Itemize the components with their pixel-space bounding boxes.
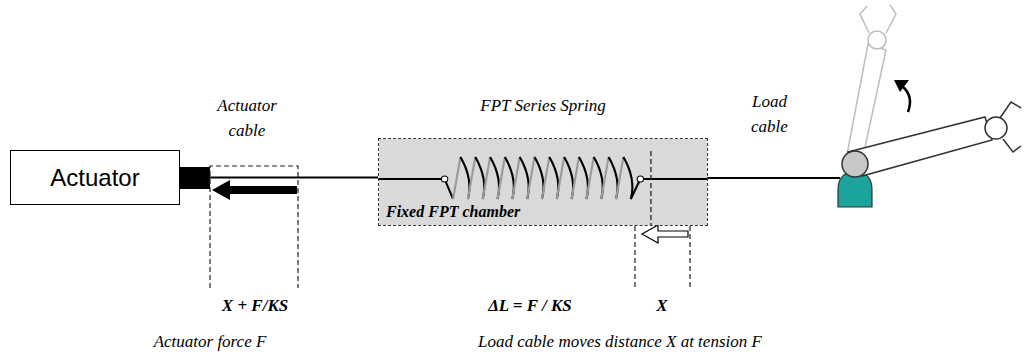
cable-label: Actuator cable	[208, 94, 286, 143]
spring-coil	[586, 157, 593, 199]
gripper-claw	[860, 5, 896, 33]
spring-coil	[601, 157, 608, 199]
spring-coil	[453, 157, 460, 199]
chamber-label: Fixed FPT chamber	[386, 202, 520, 222]
actuator-cable	[180, 177, 378, 179]
spring-coil	[616, 157, 623, 199]
robot-arm-ghost	[846, 5, 896, 160]
caption-note: Actuator force F	[110, 330, 310, 355]
spring-coil	[542, 157, 549, 199]
motion-arrow	[212, 180, 297, 200]
dimension-bracket	[210, 166, 298, 288]
chamber-fill	[379, 139, 707, 225]
actuator-box: Actuator	[10, 150, 180, 205]
spring-coil	[572, 157, 579, 199]
actuator-cable	[379, 178, 445, 180]
spring-end	[441, 176, 447, 182]
spring-coil	[498, 157, 505, 199]
dimension-bracket	[635, 226, 690, 288]
rotation-arrow-head	[894, 80, 909, 92]
dimension-label: X	[642, 294, 682, 319]
spring-title: FPT Series Spring	[379, 95, 707, 117]
spring-coil	[468, 157, 475, 199]
spring-coil	[527, 157, 534, 199]
spring-coil	[483, 157, 490, 199]
caption-note: Load cable moves distance X at tension F	[410, 330, 830, 355]
dimension-bracket	[650, 151, 651, 225]
gripper-joint	[985, 117, 1007, 139]
rotation-arrow	[902, 86, 910, 112]
load-cable	[690, 177, 840, 179]
dimension-label: X + F/KS	[196, 294, 314, 319]
arm-joint	[842, 151, 868, 177]
robot-arm	[842, 102, 1021, 177]
gripper-joint	[868, 31, 886, 49]
motion-arrow	[642, 225, 688, 243]
arm-link	[848, 117, 992, 176]
spring-end	[637, 176, 643, 182]
spring-coil	[623, 157, 632, 199]
spring-chamber: FPT Series SpringFixed FPT chamber	[378, 138, 708, 226]
arm-link	[846, 44, 886, 160]
spring-coil	[512, 157, 519, 199]
spring-coil	[557, 157, 564, 199]
gripper-claw	[1000, 102, 1021, 152]
dimension-label: ΔL = F / KS	[455, 294, 605, 319]
cable-label: Load cable	[742, 90, 797, 139]
actuator-name: Actuator	[50, 164, 139, 192]
